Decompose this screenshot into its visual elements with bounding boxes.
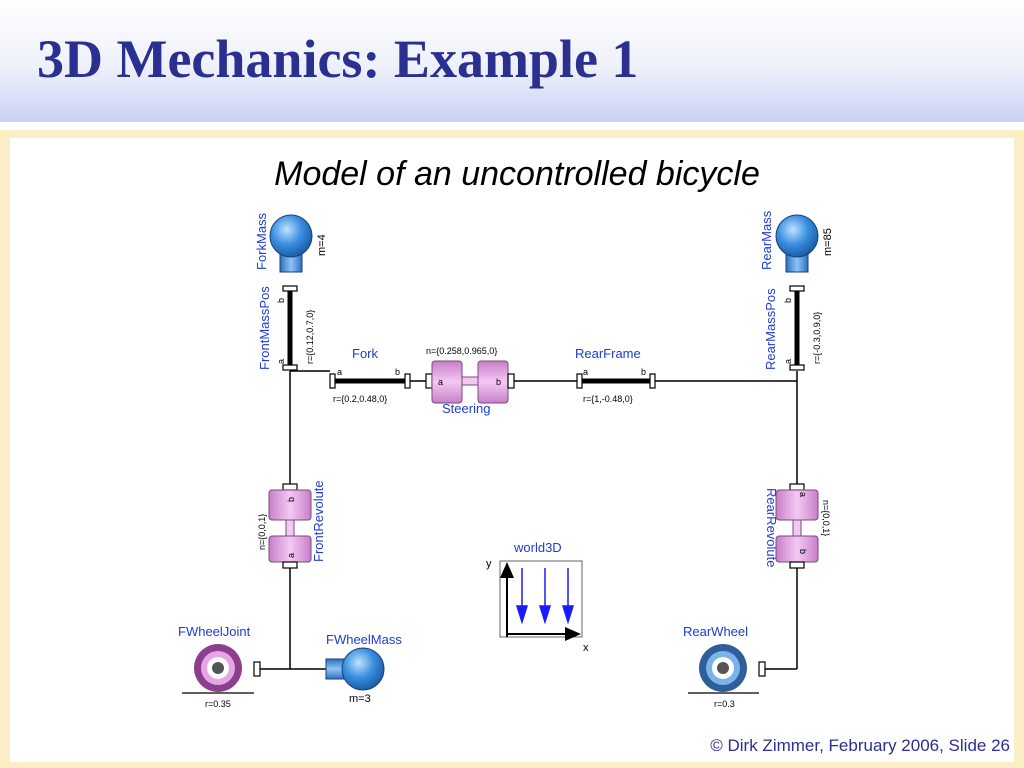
- x-axis-arrow-icon: [565, 627, 581, 641]
- revolute-axle-icon: [461, 376, 479, 386]
- front-wheel-mass-param: m=3: [349, 693, 371, 705]
- content-panel: [10, 138, 1014, 762]
- fork-label: Fork: [352, 346, 379, 361]
- port-a-flange: [789, 483, 805, 491]
- rear-mass-component: RearMass m=85: [759, 210, 834, 273]
- rear-wheel-param: r=0.3: [714, 699, 735, 709]
- rear-frame-label: RearFrame: [575, 346, 641, 361]
- front-mass-pos-label: FrontMassPos: [257, 286, 272, 370]
- rear-wheel-component: RearWheel r=0.3: [683, 624, 766, 709]
- rod-icon: [287, 291, 293, 365]
- fork-param: r={0.2,0.48,0}: [333, 394, 387, 404]
- y-axis-arrow-icon: [500, 562, 514, 578]
- x-axis-label: x: [583, 642, 589, 654]
- revolute-half-icon: [477, 360, 509, 404]
- port-a-flange: [576, 373, 583, 389]
- port-a-label: a: [798, 492, 808, 497]
- rear-frame-param: r={1,-0.48,0}: [583, 394, 633, 404]
- fork-mass-param: m=4: [316, 234, 328, 256]
- port-b-label: b: [395, 367, 400, 377]
- front-wheel-mass-ball-icon: [341, 647, 385, 691]
- port-b-flange: [282, 285, 298, 292]
- revolute-axle-icon: [792, 519, 802, 537]
- port-b-label: b: [641, 367, 646, 377]
- fork-component: a b Fork r={0.2,0.48,0}: [329, 346, 411, 404]
- port-a-flange: [282, 561, 298, 569]
- steering-label: Steering: [442, 401, 490, 416]
- rear-mass-pos-label: RearMassPos: [763, 288, 778, 370]
- rear-mass-ball-icon: [775, 214, 819, 258]
- port-a-flange: [282, 364, 298, 371]
- port-a-label: a: [286, 553, 296, 558]
- port-a-label: a: [783, 359, 793, 364]
- port-b-flange: [789, 561, 805, 569]
- world3d-frame: [499, 560, 583, 638]
- port-a-flange: [789, 364, 805, 371]
- front-wheel-joint-param: r=0.35: [205, 699, 231, 709]
- slide-header: [0, 0, 1024, 122]
- port-b-flange: [649, 373, 656, 389]
- rear-mass-label: RearMass: [759, 210, 774, 270]
- port-b-label: b: [276, 298, 286, 303]
- port-b-label: b: [496, 377, 501, 387]
- world3d-component: world3D y x: [486, 540, 589, 654]
- port-a-flange: [329, 373, 336, 389]
- port-b-flange: [789, 285, 805, 292]
- rod-icon: [335, 378, 405, 384]
- steering-component: a b n={0.258,0.965,0} Steering: [425, 346, 515, 416]
- wheel-axle-icon: [212, 662, 224, 674]
- port-a-label: a: [438, 377, 443, 387]
- revolute-axle-icon: [285, 519, 295, 537]
- port-b-flange: [282, 483, 298, 491]
- front-wheel-mass-component: FWheelMass m=3: [325, 632, 402, 705]
- front-mass-pos-param: r={0.12,0.7,0}: [305, 310, 315, 364]
- world3d-label: world3D: [513, 540, 562, 555]
- front-revolute-component: b a n={0,0,1} FrontRevolute: [257, 480, 326, 569]
- port-b-flange: [404, 373, 411, 389]
- rear-wheel-label: RearWheel: [683, 624, 748, 639]
- port-b-flange: [507, 373, 515, 389]
- revolute-half-icon: [775, 489, 819, 521]
- header-divider: [0, 122, 1024, 130]
- port-a-label: a: [276, 359, 286, 364]
- front-wheel-joint-component: FWheelJoint r=0.35: [178, 624, 261, 709]
- revolute-half-icon: [431, 360, 463, 404]
- rod-icon: [582, 378, 650, 384]
- port-a-label: a: [583, 367, 588, 377]
- wheel-axle-icon: [717, 662, 729, 674]
- rear-revolute-param: n={0,0,1}: [821, 500, 831, 536]
- connection-lines: [260, 370, 798, 670]
- y-axis-label: y: [486, 558, 492, 570]
- slide-footer: © Dirk Zimmer, February 2006, Slide 26: [710, 736, 1010, 755]
- rear-mass-pos-component: b a RearMassPos r={-0.3,0.9,0}: [763, 285, 822, 371]
- front-revolute-param: n={0,0,1}: [257, 514, 267, 550]
- rear-mass-param: m=85: [822, 228, 834, 256]
- front-wheel-joint-label: FWheelJoint: [178, 624, 251, 639]
- front-wheel-mass-label: FWheelMass: [326, 632, 402, 647]
- port-flange: [253, 661, 261, 677]
- rear-mass-pos-param: r={-0.3,0.9,0}: [812, 312, 822, 364]
- front-revolute-label: FrontRevolute: [311, 480, 326, 562]
- fork-mass-label: ForkMass: [254, 212, 269, 270]
- front-mass-pos-component: b a FrontMassPos r={0.12,0.7,0}: [257, 285, 315, 371]
- slide-subtitle: Model of an uncontrolled bicycle: [274, 155, 760, 193]
- gravity-arrows-icon: [515, 568, 575, 625]
- fork-mass-component: ForkMass m=4: [254, 212, 328, 273]
- slide-title: 3D Mechanics: Example 1: [37, 29, 639, 89]
- rear-revolute-label: RearRevolute: [764, 488, 779, 568]
- port-b-label: b: [798, 549, 808, 554]
- port-b-label: b: [286, 497, 296, 502]
- port-a-flange: [425, 373, 433, 389]
- steering-param: n={0.258,0.965,0}: [426, 346, 497, 356]
- rear-revolute-component: a b RearRevolute n={0,0,1}: [764, 483, 831, 569]
- rod-icon: [794, 291, 800, 365]
- fork-mass-ball-icon: [269, 214, 313, 258]
- port-a-label: a: [337, 367, 342, 377]
- port-flange: [758, 661, 766, 677]
- revolute-half-icon: [268, 489, 312, 521]
- port-b-label: b: [783, 298, 793, 303]
- rear-frame-component: a b RearFrame r={1,-0.48,0}: [575, 346, 656, 404]
- revolute-half-icon: [775, 535, 819, 563]
